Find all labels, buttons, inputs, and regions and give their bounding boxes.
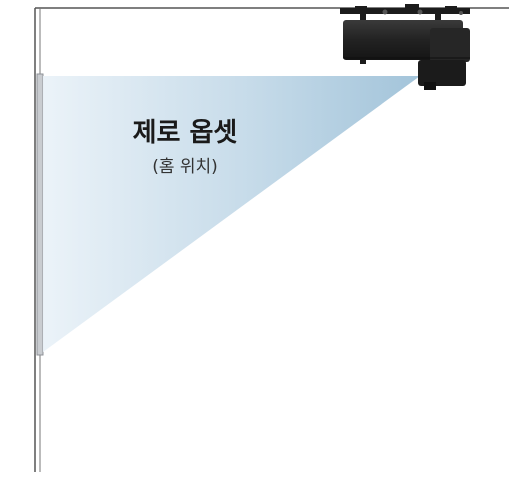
zero-offset-title: 제로 옵셋 [133, 118, 238, 148]
projector [343, 9, 470, 90]
projection-beam [43, 76, 420, 352]
projection-screen [36, 73, 44, 356]
home-position-subtitle: (홈 위치) [152, 157, 218, 177]
